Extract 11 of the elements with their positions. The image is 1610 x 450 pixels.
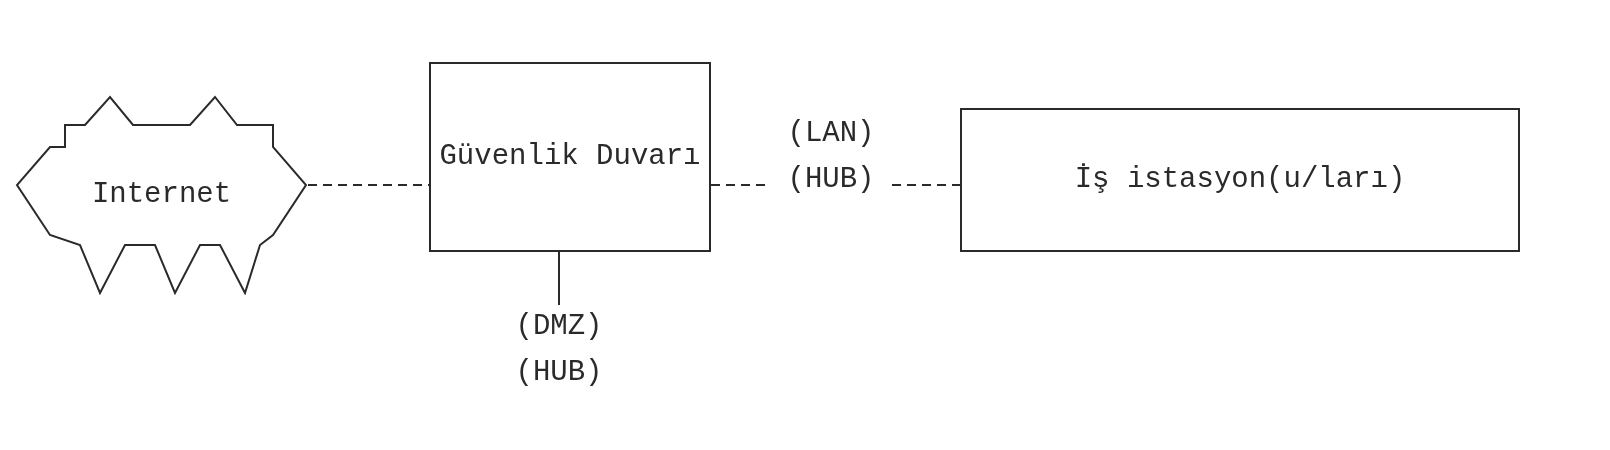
node-label: Internet (90, 177, 233, 213)
node-label: Güvenlik Duvarı (438, 139, 702, 175)
cloud-shape (15, 95, 308, 295)
node-label: (LAN) (HUB) (786, 116, 876, 198)
node-label: (DMZ) (HUB) (514, 309, 604, 391)
process-box (429, 62, 711, 252)
connector-line (891, 184, 961, 186)
connector-line (307, 184, 430, 186)
connector-line (558, 251, 560, 306)
node-label: İş istasyon(u/ları) (1073, 162, 1407, 198)
process-box (960, 108, 1520, 252)
